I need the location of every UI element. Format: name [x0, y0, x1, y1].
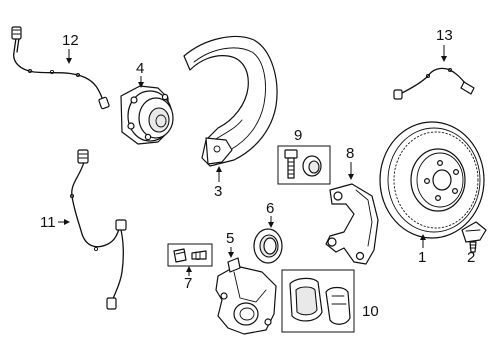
callout-6: 6: [266, 200, 274, 228]
callout-11: 11: [40, 214, 70, 231]
part-1-brake-rotor: [379, 121, 485, 239]
callout-13: 13: [436, 27, 453, 62]
callout-7-label: 7: [184, 275, 192, 292]
callout-8-label: 8: [346, 145, 354, 162]
part-2-wheel-bolt: [461, 221, 487, 253]
callout-6-label: 6: [266, 200, 274, 217]
part-10-brake-pads: [281, 269, 355, 333]
callout-3-label: 3: [214, 183, 222, 200]
part-10-box: [281, 269, 355, 333]
part-7-box: [167, 243, 213, 267]
part-9-box: [277, 145, 331, 185]
callout-11-label: 11: [40, 214, 56, 231]
part-12-sensor-wire: [11, 26, 110, 110]
part-3-splash-shield: [183, 35, 278, 167]
part-9-bolt-kit: [277, 145, 331, 185]
callout-5-label: 5: [226, 230, 234, 247]
callout-2: 2: [467, 249, 475, 266]
part-7-guide-pin-kit: [167, 243, 213, 267]
callout-4-label: 4: [136, 60, 144, 77]
callout-8: 8: [346, 145, 354, 180]
callout-12-label: 12: [62, 32, 79, 49]
callout-1-label: 1: [418, 249, 426, 266]
callout-9-label: 9: [294, 127, 302, 144]
callout-1: 1: [418, 234, 426, 266]
callout-5: 5: [226, 230, 234, 258]
part-8-caliper-bracket: [325, 183, 379, 265]
part-6-seal-ring: [253, 228, 283, 264]
part-11-sensor-wire: [69, 149, 127, 310]
callout-10-label: 10: [362, 303, 379, 320]
callout-10: 10: [362, 303, 379, 320]
callout-7: 7: [184, 266, 192, 292]
part-5-brake-caliper: [215, 257, 277, 335]
part-4-wheel-hub: [120, 85, 174, 145]
callout-4: 4: [136, 60, 144, 88]
callout-12: 12: [62, 32, 79, 64]
callout-9: 9: [294, 127, 302, 144]
callout-13-label: 13: [436, 27, 453, 44]
part-13-sensor-wire: [393, 67, 475, 100]
callout-3: 3: [214, 166, 222, 200]
callout-2-label: 2: [467, 249, 475, 266]
